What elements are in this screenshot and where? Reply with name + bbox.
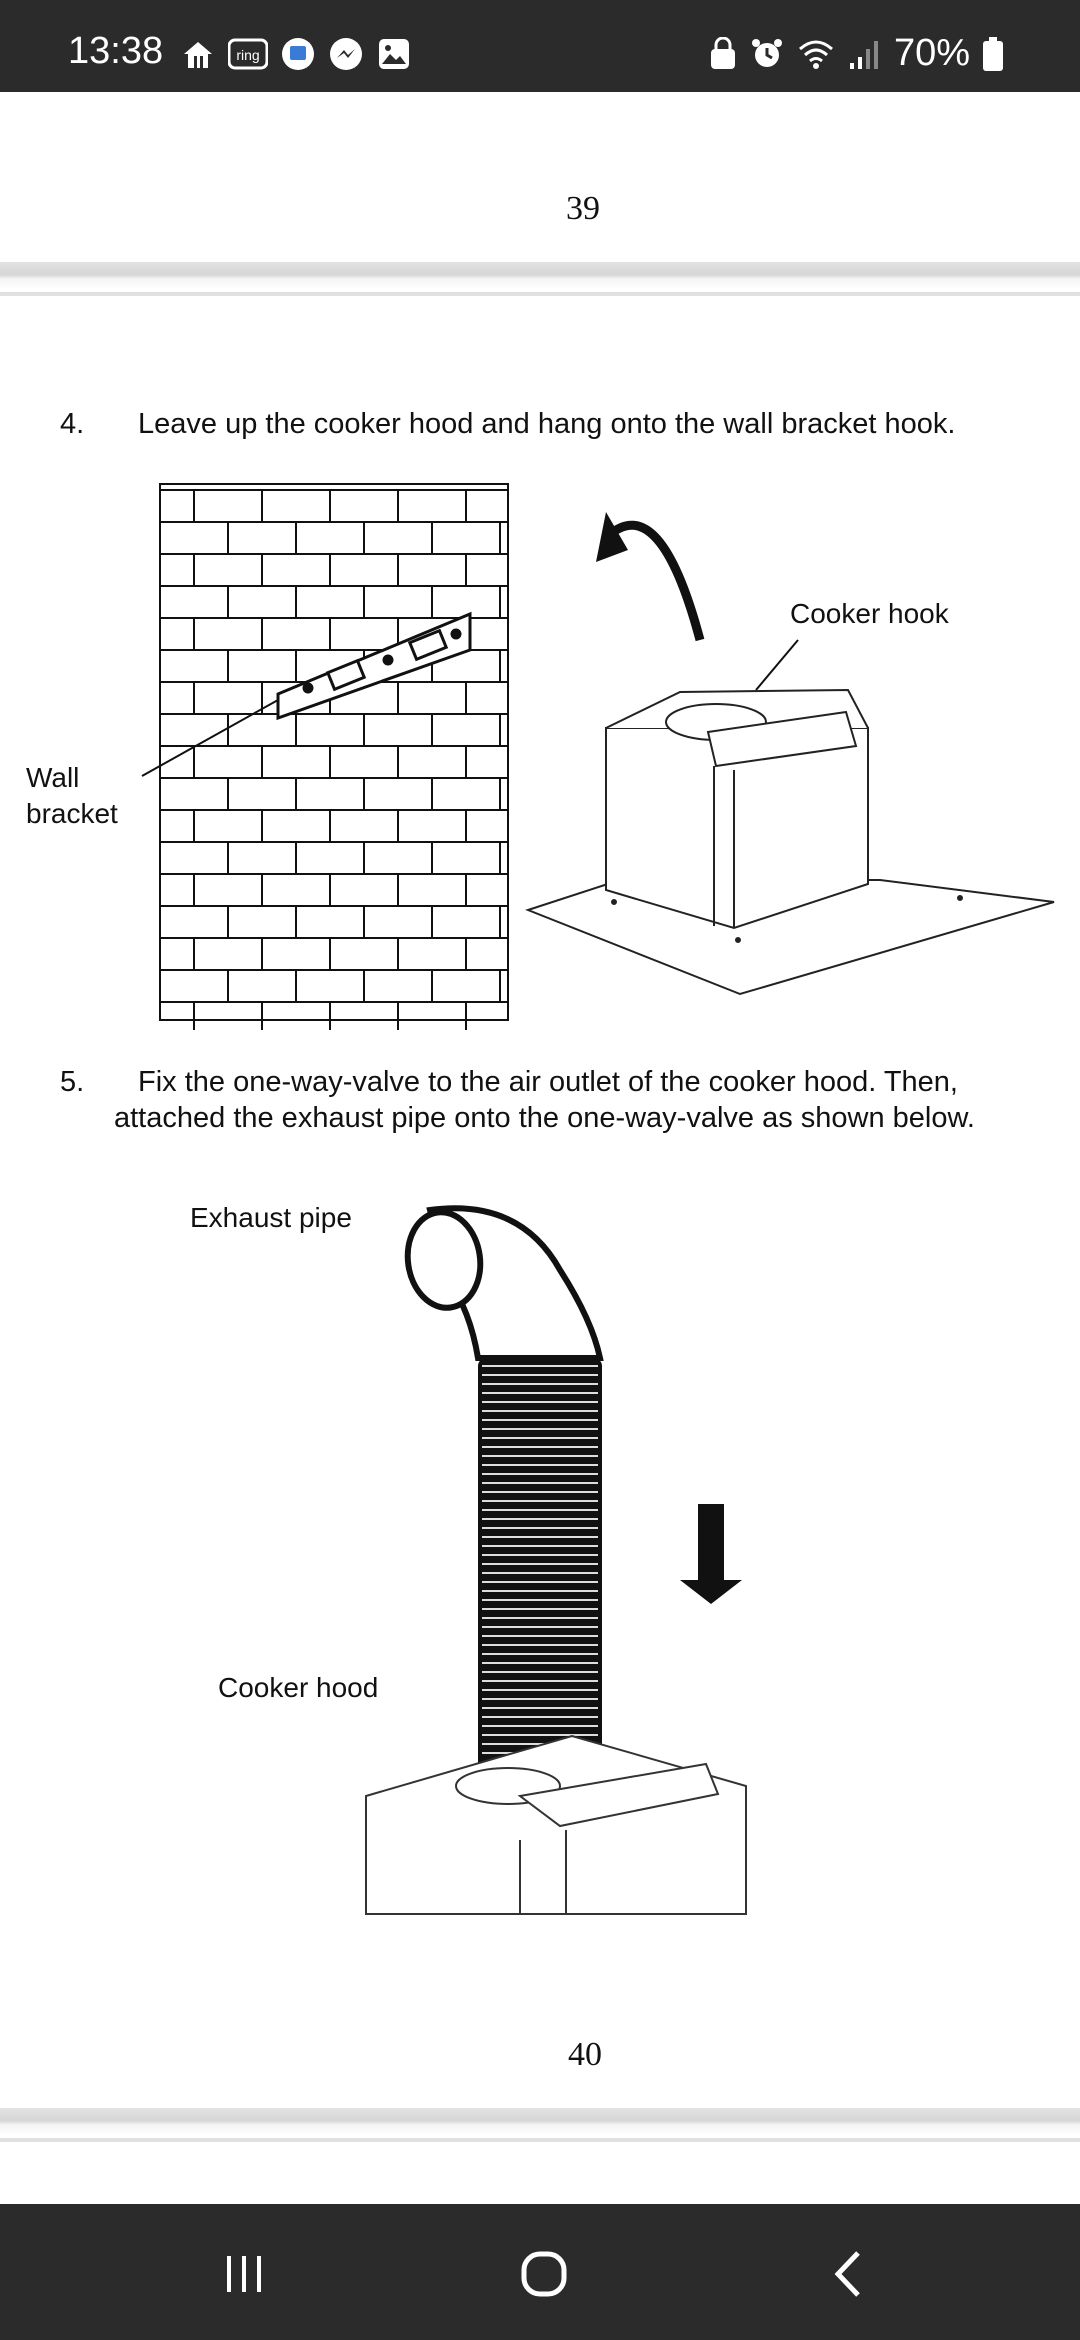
signal-icon xyxy=(849,40,878,69)
label-cooker-hook: Cooker hook xyxy=(790,598,949,629)
chat-icon xyxy=(282,38,314,70)
page-divider-line xyxy=(0,292,1080,296)
wall-bracket-plate xyxy=(276,611,472,721)
step-5-line-2: attached the exhaust pipe onto the one-w… xyxy=(114,1102,975,1134)
back-icon xyxy=(834,2251,860,2297)
label-exhaust-pipe: Exhaust pipe xyxy=(190,1202,352,1233)
back-button[interactable] xyxy=(808,2244,888,2304)
page-number-39: 39 xyxy=(566,190,600,227)
down-arrow-icon xyxy=(680,1504,742,1604)
app-icon xyxy=(184,42,212,68)
wifi-icon xyxy=(798,40,833,69)
page-divider xyxy=(0,262,1080,290)
lock-icon xyxy=(710,36,735,69)
cooker-hood-drawing xyxy=(525,688,1055,996)
system-icons: 70% xyxy=(708,32,1004,75)
svg-text:ring: ring xyxy=(236,47,259,63)
home-icon xyxy=(521,2251,567,2297)
alarm-icon xyxy=(751,38,782,67)
rotate-arrow-icon xyxy=(605,520,705,642)
figure-exhaust-pipe xyxy=(365,1205,747,1915)
page-divider-line xyxy=(0,2138,1080,2142)
status-bar: 13:38 ring 70% xyxy=(0,0,1080,92)
gallery-icon xyxy=(379,39,409,69)
step-4-text: Leave up the cooker hood and hang onto t… xyxy=(138,408,956,440)
recent-apps-button[interactable] xyxy=(204,2244,284,2304)
brick-wall xyxy=(159,483,509,1030)
battery-percent: 70% xyxy=(893,32,970,74)
cooker-hood-top-drawing xyxy=(365,1734,747,1915)
battery-icon xyxy=(983,36,1003,71)
notification-icons: ring xyxy=(180,36,412,72)
cooker-hook-leader xyxy=(755,639,799,691)
navigation-bar xyxy=(0,2204,1080,2340)
step-5-number: 5. xyxy=(60,1066,85,1098)
step-4-number: 4. xyxy=(60,408,85,440)
home-button[interactable] xyxy=(504,2244,584,2304)
wall-bracket-leader xyxy=(141,699,279,777)
step-5-line-1: Fix the one-way-valve to the air outlet … xyxy=(138,1066,958,1098)
status-time: 13:38 xyxy=(68,30,164,72)
messenger-icon xyxy=(330,38,362,70)
ring-icon: ring xyxy=(228,38,268,70)
label-wall: Wall xyxy=(26,762,80,793)
recent-apps-icon xyxy=(227,2256,261,2292)
figure-wall-bracket xyxy=(141,483,1055,1030)
page-divider xyxy=(0,2108,1080,2136)
label-cooker-hood: Cooker hood xyxy=(218,1672,379,1703)
label-bracket: bracket xyxy=(26,798,118,829)
page-number-40: 40 xyxy=(568,2036,602,2073)
